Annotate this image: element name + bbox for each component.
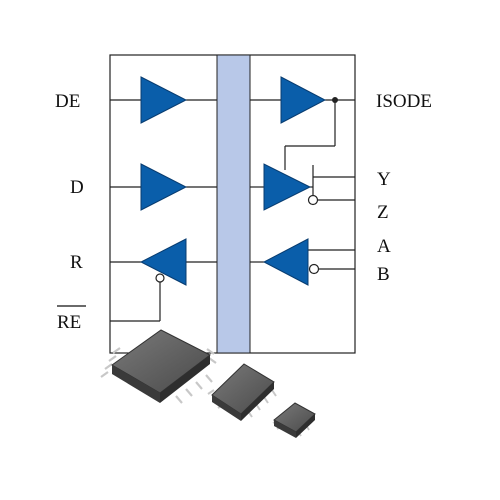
- isolation-barrier: [216, 54, 251, 354]
- line-driver: [263, 163, 312, 211]
- b-inversion-bubble: [308, 263, 320, 275]
- z-inversion-bubble: [307, 194, 319, 206]
- pin-label-a: A: [377, 236, 391, 257]
- pin-label-b: B: [377, 264, 390, 285]
- pin-label-re-bar: RE: [57, 312, 81, 333]
- r-output-buffer: [139, 238, 187, 286]
- d-input-buffer: [140, 163, 188, 211]
- pin-label-y: Y: [377, 169, 391, 190]
- wiring: [110, 99, 355, 322]
- ic-package-large: [100, 329, 217, 404]
- junction-dot: [332, 97, 338, 103]
- pin-label-z: Z: [377, 202, 389, 223]
- pin-label-d: D: [70, 177, 84, 198]
- line-receiver: [262, 238, 309, 286]
- ic-package-medium: [207, 363, 277, 421]
- de-input-buffer: [140, 76, 188, 124]
- ic-package-small: [272, 402, 316, 438]
- pin-label-isode: ISODE: [376, 91, 432, 112]
- pin-label-r: R: [70, 252, 83, 273]
- pin-label-de: DE: [55, 91, 80, 112]
- de-isolated-buffer: [280, 76, 327, 124]
- re-enable-bubble: [155, 273, 165, 283]
